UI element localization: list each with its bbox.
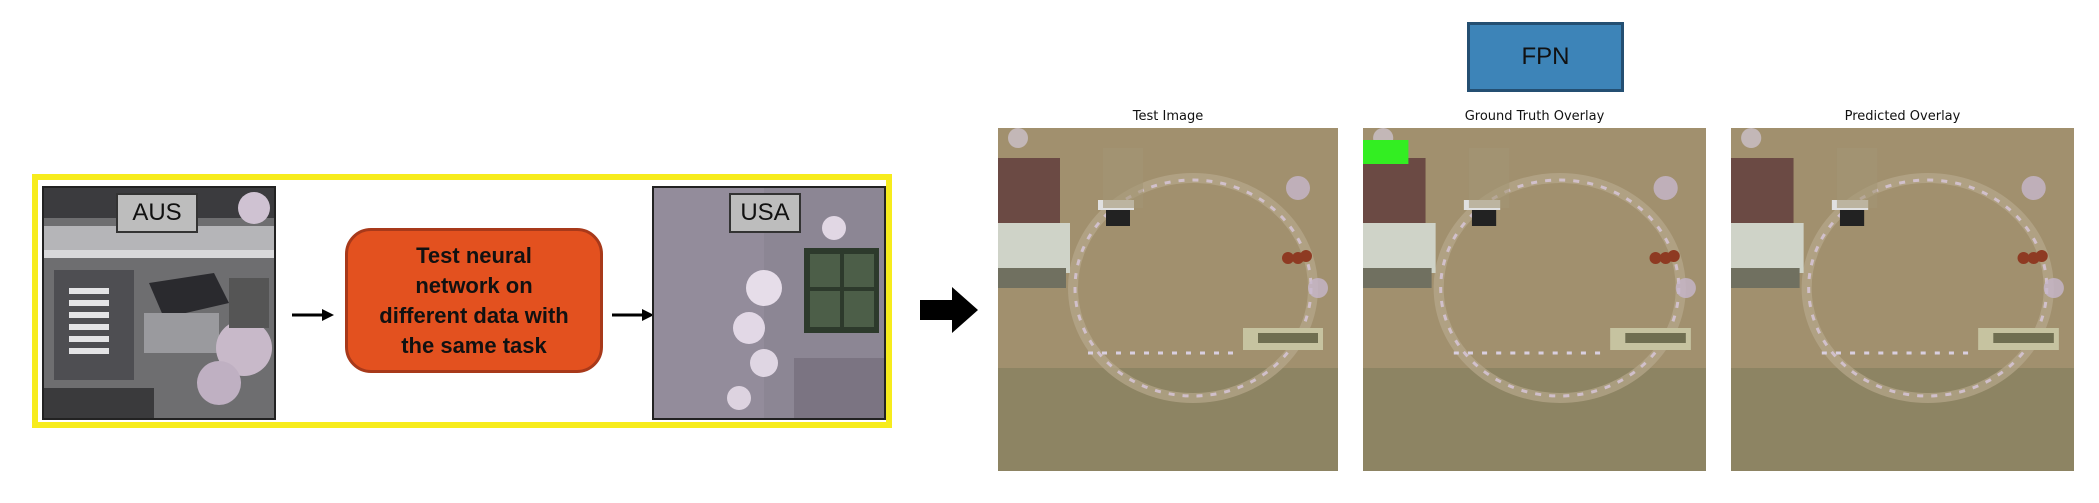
ground-truth-highlight [1363,140,1409,164]
panel-title-ground-truth: Ground Truth Overlay [1464,109,1605,124]
panel-title-predicted: Predicted Overlay [1844,109,1961,124]
test-image-panel [998,128,1338,471]
predicted-overlay-panel [1731,128,2074,471]
model-name-box: FPN [1467,22,1624,92]
arrow-right-icon [292,309,334,321]
aus-aerial-image [42,186,276,420]
process-step-box: Test neural network on different data wi… [345,228,603,373]
ground-truth-overlay-panel [1363,128,1706,471]
panel-title-test-image: Test Image [1132,109,1204,124]
source-domain-label: AUS [116,193,198,233]
usa-aerial-image [652,186,886,420]
target-domain-label: USA [729,193,801,233]
arrow-right-icon [612,309,654,321]
arrow-right-icon [920,287,978,333]
domain-shift-frame [32,174,892,428]
